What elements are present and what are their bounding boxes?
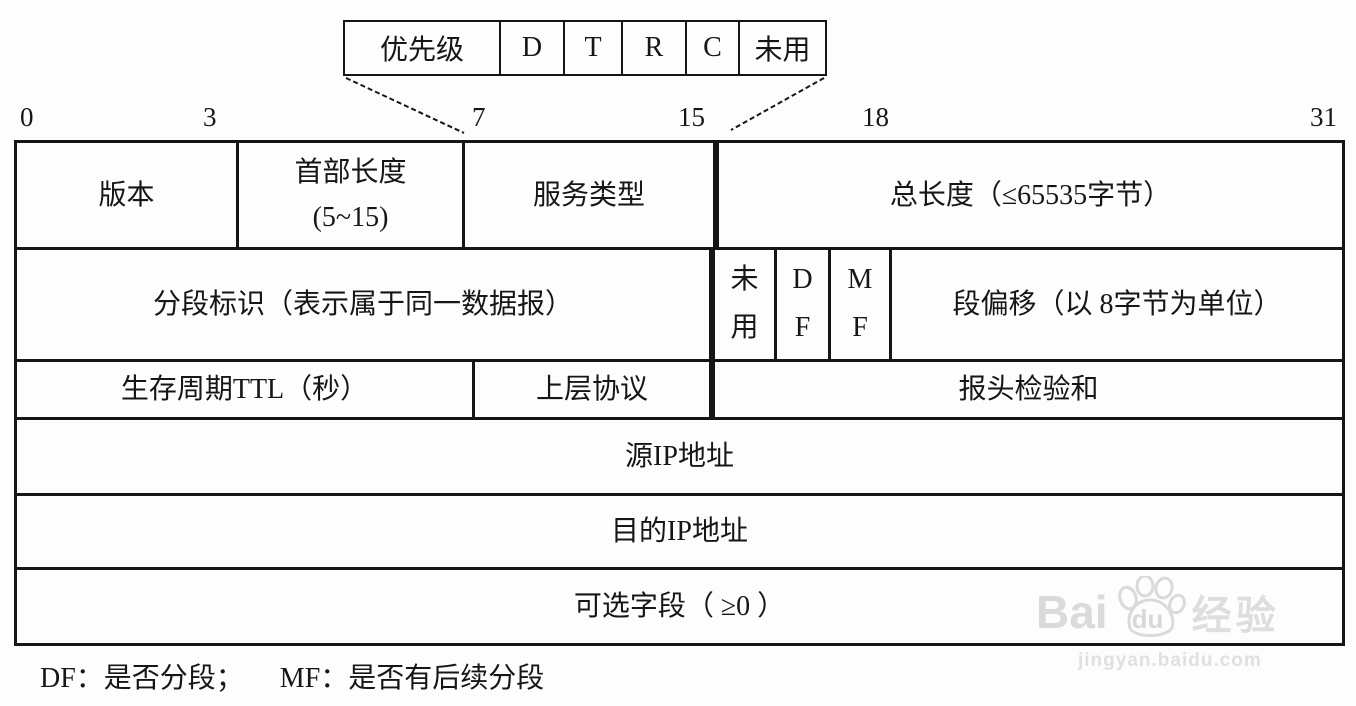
- cell-header-length-label: 首部长度: [294, 157, 407, 188]
- baidu-watermark: Bai du 经验 jingyan.baidu.com: [1036, 574, 1280, 672]
- watermark-du-text: du: [1131, 604, 1164, 634]
- baidu-paw-icon: du: [1114, 574, 1186, 642]
- cell-service-type-label: 服务类型: [532, 179, 645, 211]
- flags-cell-unused: 未用: [740, 22, 825, 74]
- cell-checksum: 报头检验和: [715, 362, 1342, 417]
- flags-cell-label: 优先级: [379, 35, 464, 66]
- watermark-url: jingyan.baidu.com: [1078, 650, 1262, 671]
- cell-source-ip-label: 源IP地址: [625, 441, 734, 472]
- cell-header-length: 首部长度 (5~15): [239, 143, 465, 247]
- callout-line-left: [345, 77, 465, 134]
- flags-cell-label: T: [584, 32, 602, 63]
- cell-total-length-label: 总长度（≤65535字节）: [889, 179, 1172, 211]
- cell-df-flag: D F: [777, 250, 831, 359]
- callout-line-right: [730, 77, 825, 131]
- flags-cell-label: C: [703, 32, 722, 63]
- flags-cell-t: T: [565, 22, 623, 74]
- flags-cell-label: D: [521, 32, 543, 63]
- header-row-3: 生存周期TTL（秒） 上层协议 报头检验和: [17, 362, 1342, 420]
- flags-cell-label: 未用: [754, 35, 811, 66]
- cell-fragment-offset: 段偏移（以 8字节为单位）: [892, 250, 1342, 359]
- header-row-4: 源IP地址: [17, 420, 1342, 496]
- footnote-df: DF：是否分段；: [40, 663, 244, 694]
- cell-total-length: 总长度（≤65535字节）: [719, 143, 1342, 247]
- footnote-mf: MF：是否有后续分段: [279, 663, 545, 694]
- flags-cell-precedence: 优先级: [345, 22, 501, 74]
- cell-protocol-label: 上层协议: [535, 374, 648, 405]
- cell-header-length-range: (5~15): [312, 202, 389, 233]
- cell-version-label: 版本: [98, 179, 155, 211]
- cell-mf-flag: M F: [831, 250, 892, 359]
- cell-df-line2: F: [794, 312, 811, 343]
- header-row-2: 分段标识（表示属于同一数据报） 未 用 D F M F 段偏移（以 8字节为单位…: [17, 250, 1342, 362]
- cell-mf-line2: F: [852, 312, 868, 343]
- bit-label-15: 15: [678, 102, 705, 132]
- cell-fragment-id: 分段标识（表示属于同一数据报）: [17, 250, 715, 359]
- cell-version: 版本: [17, 143, 239, 247]
- cell-mf-line1: M: [847, 264, 873, 295]
- cell-fragment-offset-label: 段偏移（以 8字节为单位）: [952, 289, 1282, 320]
- cell-fragment-id-label: 分段标识（表示属于同一数据报）: [152, 289, 573, 320]
- header-row-5: 目的IP地址: [17, 496, 1342, 570]
- header-row-1: 版本 首部长度 (5~15) 服务类型 总长度（≤65535字节）: [17, 143, 1342, 250]
- cell-unused-line1: 未: [730, 264, 759, 295]
- cell-ttl-label: 生存周期TTL（秒）: [120, 374, 369, 405]
- flags-cell-label: R: [644, 32, 664, 63]
- ipv4-header-table: 版本 首部长度 (5~15) 服务类型 总长度（≤65535字节） 分段标识（表…: [14, 140, 1345, 646]
- bit-label-0: 0: [20, 102, 34, 132]
- cell-source-ip: 源IP地址: [17, 420, 1342, 493]
- footnote: DF：是否分段； MF：是否有后续分段: [40, 656, 544, 696]
- bit-label-7: 7: [472, 102, 486, 132]
- cell-destination-ip: 目的IP地址: [17, 496, 1342, 567]
- cell-destination-ip-label: 目的IP地址: [611, 516, 748, 547]
- cell-unused-line2: 用: [730, 312, 759, 343]
- header-row-6: 可选字段（ ≥0 ）: [17, 570, 1342, 643]
- flags-cell-d: D: [501, 22, 565, 74]
- flags-cell-c: C: [687, 22, 740, 74]
- bit-label-3: 3: [203, 102, 217, 132]
- bit-label-18: 18: [862, 102, 889, 132]
- bit-label-31: 31: [1310, 102, 1337, 132]
- cell-df-line1: D: [792, 264, 813, 295]
- cell-unused-bit: 未 用: [715, 250, 777, 359]
- cell-options-label: 可选字段（ ≥0 ）: [573, 591, 786, 622]
- flags-cell-r: R: [623, 22, 687, 74]
- cell-protocol: 上层协议: [475, 362, 715, 417]
- cell-checksum-label: 报头检验和: [958, 374, 1099, 405]
- tos-flags-table: 优先级 D T R C 未用: [343, 20, 827, 76]
- watermark-bai-text: Bai: [1036, 586, 1108, 638]
- cell-ttl: 生存周期TTL（秒）: [17, 362, 475, 417]
- watermark-jingyan-text: 经验: [1191, 594, 1280, 638]
- cell-options: 可选字段（ ≥0 ）: [17, 570, 1342, 643]
- cell-service-type: 服务类型: [465, 143, 719, 247]
